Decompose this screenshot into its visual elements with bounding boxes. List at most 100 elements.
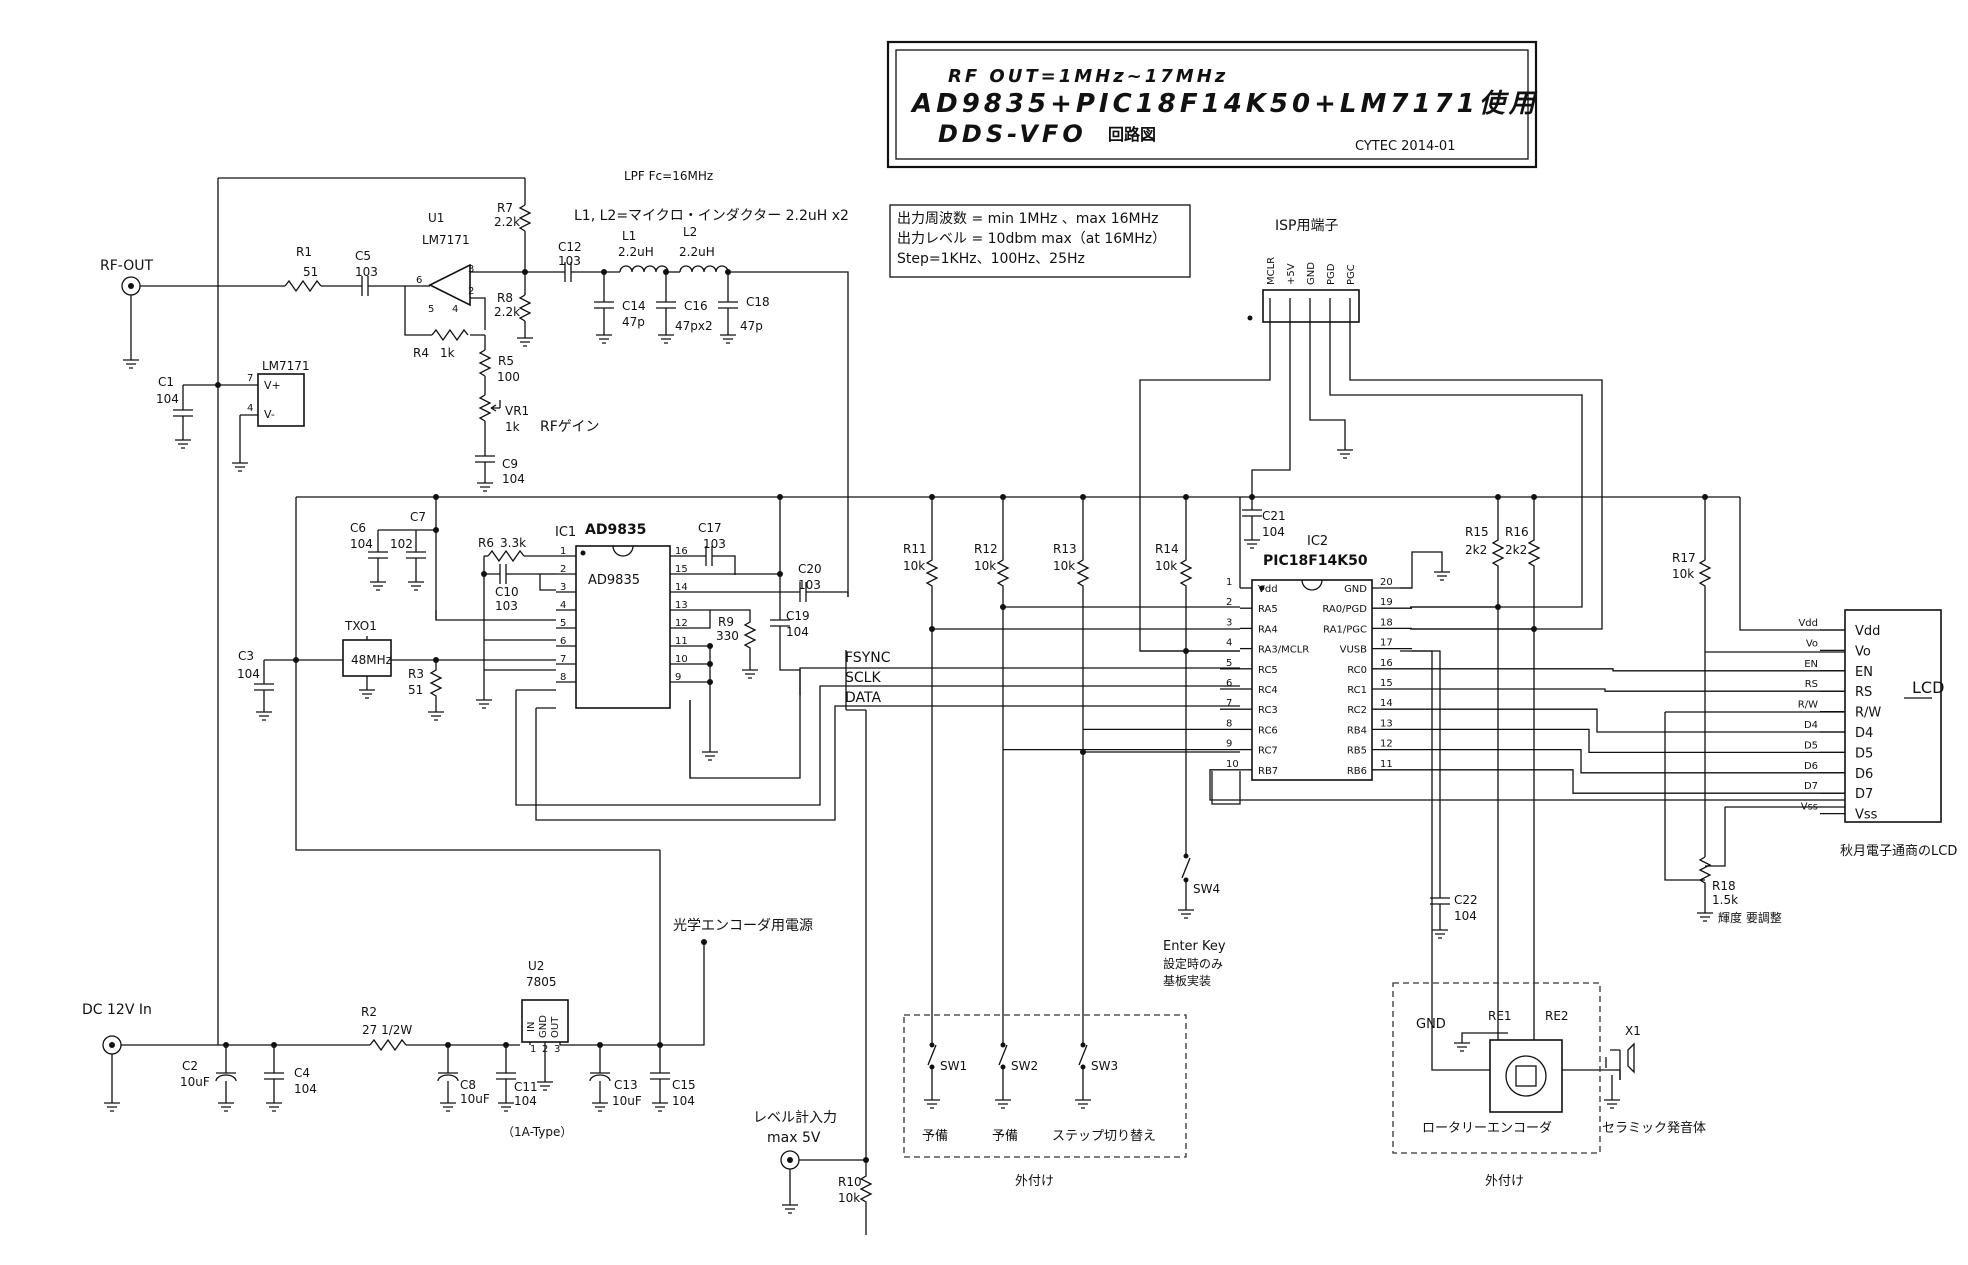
c7-ref: C7 (410, 510, 426, 524)
lcd-pin-name: D5 (1855, 746, 1873, 761)
ic1-pin-number: 9 (675, 672, 681, 683)
ic2-pin-number: 5 (1226, 658, 1232, 669)
r1-ref: R1 (296, 245, 312, 259)
ic2-pin-number: 8 (1226, 718, 1232, 729)
isp-label: ISP用端子 (1275, 218, 1338, 234)
ic2-pin-number: 16 (1380, 658, 1393, 669)
ic2-pin-number: 11 (1380, 759, 1393, 770)
spec-frame (889, 204, 1191, 278)
lcd-net-label: D7 (1804, 781, 1818, 792)
re1-label: RE1 (1488, 1009, 1512, 1023)
title-rf-out: RF OUT=1MHz~17MHz (948, 66, 1228, 87)
capacitor-c6 (368, 529, 436, 591)
u2-name: 7805 (526, 975, 557, 989)
ic2-pin-number: 6 (1226, 678, 1232, 689)
txo1-value: 48MHz (351, 653, 392, 667)
buzzer-label: セラミック発音体 (1602, 1120, 1706, 1136)
c8-ref: C8 (460, 1078, 476, 1092)
capacitor-c20 (690, 573, 849, 602)
l2-ref: L2 (683, 225, 697, 239)
lcd-pin-name: D7 (1855, 787, 1873, 802)
ic2-pin-number: 2 (1226, 597, 1232, 608)
lcd-pin-name: R/W (1855, 706, 1881, 721)
ic2-pin-number: 1 (1226, 577, 1232, 588)
c6-ref: C6 (350, 521, 366, 535)
r15-val: 2k2 (1465, 543, 1487, 557)
r3-val: 51 (408, 683, 423, 697)
potentiometer-vr1 (478, 394, 492, 422)
c16-val: 47px2 (675, 319, 713, 333)
ic2-pin-name: RA4 (1258, 624, 1278, 635)
c19-val: 104 (786, 625, 809, 639)
ic1-pin-number: 16 (675, 546, 688, 557)
r18-ref: R18 (1712, 879, 1736, 893)
lcd-vendor-label: 秋月電子通商のLCD (1840, 844, 1957, 859)
encoder-frame (1392, 982, 1601, 1154)
rf-out-connector-pin (128, 283, 134, 289)
lcd-box (1844, 609, 1942, 823)
c1-val: 104 (156, 392, 179, 406)
capacitor-c16 (656, 272, 676, 344)
ic1-pin-number: 11 (675, 636, 688, 647)
resistor-r6 (487, 549, 525, 563)
sw3-ref: SW3 (1091, 1059, 1118, 1073)
u1-pin4: 4 (452, 304, 458, 315)
lcd-pin-name: Vo (1855, 644, 1871, 659)
l1-ref: L1 (622, 229, 636, 243)
lcd-net-label: D4 (1804, 720, 1818, 731)
encoder-gnd-label: GND (1416, 1017, 1446, 1032)
c11-val: 104 (514, 1094, 537, 1108)
isp-pin-label: PGC (1346, 264, 1357, 285)
enter-sub1: 設定時のみ (1163, 956, 1223, 971)
resistor-r17 (1698, 497, 1712, 857)
r7-ref: R7 (497, 201, 513, 215)
lcd-net-label: EN (1804, 659, 1818, 670)
ic1-pin-number: 4 (560, 600, 566, 611)
pin7: 7 (247, 373, 253, 384)
switch-sw1 (924, 1035, 940, 1109)
c6-val: 104 (350, 537, 373, 551)
ic1-pin-number: 10 (675, 654, 688, 665)
c13-val: 10uF (612, 1094, 642, 1108)
vr1-val: 1k (505, 420, 520, 434)
ic2-pin-name: RB6 (1347, 766, 1367, 777)
lcd-pin-name: Vdd (1855, 624, 1880, 639)
isp-mclr-wire (1139, 322, 1271, 652)
title-outer-frame (886, 40, 1538, 169)
rotary-encoder (1489, 1039, 1563, 1113)
ic1-pin-number: 3 (560, 582, 566, 593)
dc-in-label: DC 12V In (82, 1002, 152, 1018)
r3-ref: R3 (408, 667, 424, 681)
lcd-pin-name: EN (1855, 665, 1873, 680)
r16-val: 2k2 (1505, 543, 1527, 557)
u1-pin6: 6 (416, 275, 422, 286)
l1-val: 2.2uH (618, 245, 654, 259)
c14-val: 47p (622, 315, 645, 329)
encoder-power-label: 光学エンコーダ用電源 (673, 918, 813, 934)
level-input: レベル計入力 max 5V R10 10k (753, 650, 873, 1235)
title-credit: CYTEC 2014-01 (1355, 139, 1455, 154)
pullup-r12: R12 10k (974, 494, 1010, 1035)
capacitor-c10 (484, 564, 556, 591)
capacitor-c11 (496, 1045, 516, 1112)
rotary-encoder-block: GND RE1 RE2 ロータリーエンコーダ 外付け (1392, 982, 1601, 1189)
ic2-pin-name: RC6 (1258, 725, 1278, 736)
u2-ref: U2 (528, 959, 544, 973)
sw2-label: 予備 (992, 1128, 1018, 1144)
capacitor-c13 (589, 1045, 611, 1112)
c20-ref: C20 (798, 562, 822, 576)
pin4: 4 (247, 403, 253, 414)
c7-val: 102 (390, 537, 413, 551)
external-switches: SW1 SW2 SW3 予備 予備 ステップ切り替え 外付け (903, 1014, 1187, 1189)
resistor-r7 (518, 204, 532, 232)
isp-pin-label: PGD (1326, 263, 1337, 285)
isp-header (1262, 289, 1360, 323)
capacitor-c4 (264, 1045, 284, 1112)
ic2-pic18f14k50 (1251, 579, 1373, 781)
c8-val: 10uF (460, 1092, 490, 1106)
ic2-pin-name: RA0/PGD (1322, 604, 1367, 615)
u2-out: OUT (550, 1016, 561, 1038)
r13-val: 10k (1053, 559, 1075, 573)
r10-ref: R10 (838, 1175, 862, 1189)
c17-ref: C17 (698, 521, 722, 535)
